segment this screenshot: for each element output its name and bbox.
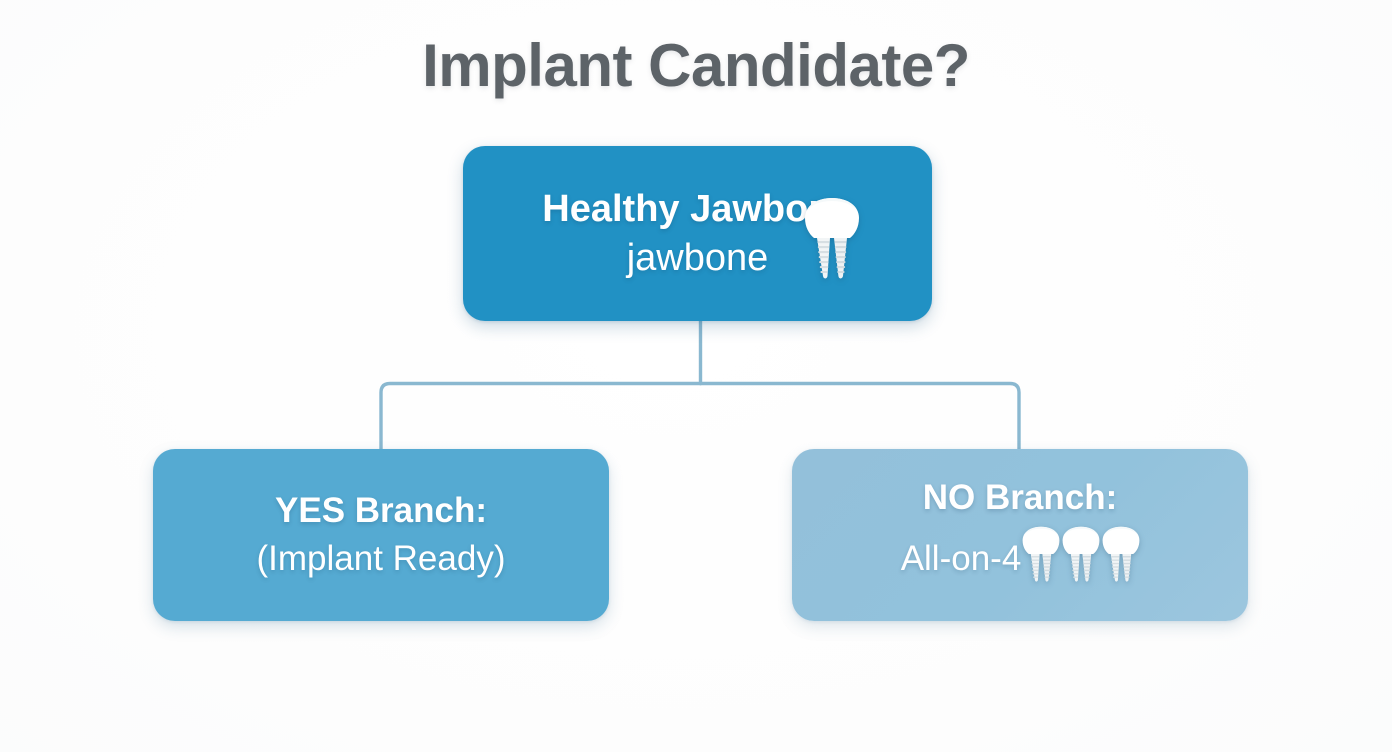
node-no-branch-subtitle: All-on-4 xyxy=(901,524,1140,595)
dental-implant-icon xyxy=(800,194,864,287)
dental-implant-icon xyxy=(1099,524,1143,595)
node-no-branch-subtitle-text: All-on-4 xyxy=(900,539,1022,578)
node-healthy-jawbone[interactable]: Healthy Jawbone jawbone xyxy=(463,146,932,321)
node-healthy-jawbone-subtitle: jawbone xyxy=(627,234,769,282)
connector-no-branch xyxy=(698,381,1021,451)
node-no-branch[interactable]: NO Branch: All-on-4 xyxy=(792,449,1248,621)
node-healthy-jawbone-subtitle-text: jawbone xyxy=(626,236,769,279)
dental-implant-icon xyxy=(1059,524,1103,595)
node-no-branch-title: NO Branch: xyxy=(922,477,1118,517)
node-yes-branch[interactable]: YES Branch: (Implant Ready) xyxy=(153,449,609,621)
connector-yes-branch xyxy=(379,381,703,451)
page-title: Implant Candidate? xyxy=(422,32,970,99)
node-yes-branch-subtitle: (Implant Ready) xyxy=(256,539,506,578)
dental-implant-icon-group xyxy=(1019,524,1140,595)
node-yes-branch-title: YES Branch: xyxy=(275,491,487,530)
dental-implant-icon xyxy=(1019,524,1063,595)
node-healthy-jawbone-title: Healthy Jawbone xyxy=(542,187,853,230)
